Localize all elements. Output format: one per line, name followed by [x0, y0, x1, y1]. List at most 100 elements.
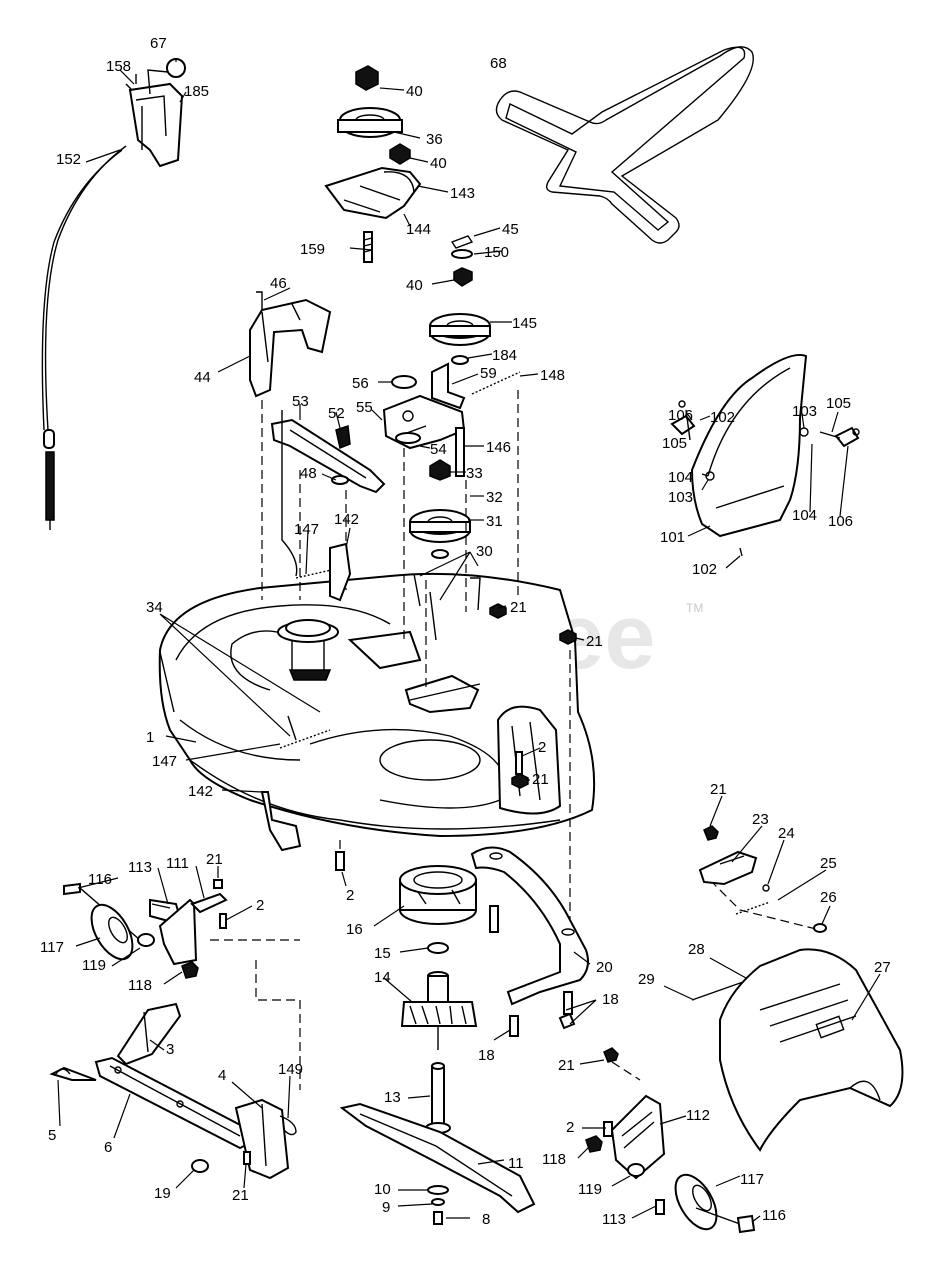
label-6: 6	[104, 1139, 112, 1156]
label-106-right: 106	[828, 513, 853, 530]
label-2-deck: 2	[538, 739, 546, 756]
label-106-left: 106	[668, 407, 693, 424]
label-27: 27	[874, 959, 891, 976]
label-68: 68	[490, 55, 507, 72]
label-144: 144	[406, 221, 431, 238]
label-118-left: 118	[128, 977, 152, 994]
label-26: 26	[820, 889, 837, 906]
label-29: 29	[638, 971, 655, 988]
label-1: 1	[146, 729, 154, 746]
label-13: 13	[384, 1089, 401, 1106]
label-4: 4	[218, 1067, 226, 1084]
label-40-middle: 40	[430, 155, 447, 172]
label-116-right: 116	[762, 1207, 786, 1224]
label-21-right-bottom: 21	[558, 1057, 575, 1074]
springs-and-brackets	[260, 410, 481, 852]
chute-assembly	[691, 825, 904, 1152]
mower-deck-housing	[158, 572, 596, 838]
spindle-blade-assembly	[339, 865, 536, 1225]
deck-lift-cable-assembly	[41, 58, 186, 530]
right-gauge-wheel-assembly	[585, 1047, 756, 1234]
label-52: 52	[328, 405, 345, 422]
label-67: 67	[150, 35, 167, 52]
label-21-right-top: 21	[710, 781, 727, 798]
label-117-right: 117	[740, 1171, 764, 1188]
label-117-left: 117	[40, 939, 64, 956]
label-103-bottom: 103	[668, 489, 693, 506]
label-102-top: 102	[710, 409, 735, 426]
label-113-left: 113	[128, 859, 152, 876]
belt-guard-44	[249, 291, 332, 398]
label-149: 149	[278, 1061, 303, 1078]
label-112: 112	[686, 1107, 710, 1124]
label-159: 159	[300, 241, 325, 258]
bolts-center	[335, 851, 576, 1037]
label-53: 53	[292, 393, 309, 410]
label-185: 185	[184, 83, 209, 100]
label-142-bottom: 142	[188, 783, 213, 800]
label-23: 23	[752, 811, 769, 828]
label-5: 5	[48, 1127, 56, 1144]
label-147-top: 147	[294, 521, 319, 538]
label-119-right: 119	[578, 1181, 602, 1198]
label-14: 14	[374, 969, 391, 986]
label-36: 36	[426, 131, 443, 148]
label-158: 158	[106, 58, 131, 75]
label-184: 184	[492, 347, 517, 364]
bracket-185	[128, 82, 184, 168]
label-31: 31	[486, 513, 503, 530]
label-11: 11	[508, 1155, 524, 1172]
label-102-bottom: 102	[692, 561, 717, 578]
label-40-bottom: 40	[406, 277, 423, 294]
label-113-right: 113	[602, 1211, 626, 1228]
label-19: 19	[154, 1185, 171, 1202]
label-40-top: 40	[406, 83, 423, 100]
label-30: 30	[476, 543, 493, 560]
label-21-deck-1: 21	[510, 599, 527, 616]
label-105-left: 105	[662, 435, 687, 452]
label-59: 59	[480, 365, 497, 382]
label-21-deck-3: 21	[532, 771, 549, 788]
mandrel-pulley-group	[409, 459, 471, 559]
label-34: 34	[146, 599, 163, 616]
deck-nuts	[489, 603, 577, 789]
idler-arm-assembly	[382, 313, 521, 477]
idler-arm-53	[270, 418, 386, 494]
leader-lines	[57, 58, 881, 1223]
label-2-center: 2	[346, 887, 354, 904]
baffle-20	[470, 846, 589, 1006]
label-3: 3	[166, 1041, 174, 1058]
label-18-left: 18	[478, 1047, 495, 1064]
label-118-right: 118	[542, 1151, 566, 1168]
label-104-left: 104	[668, 469, 693, 486]
label-148: 148	[540, 367, 565, 384]
label-18-right: 18	[602, 991, 619, 1008]
label-21-left: 21	[206, 851, 223, 868]
label-103-top: 103	[792, 403, 817, 420]
label-55: 55	[356, 399, 373, 416]
label-16: 16	[346, 921, 363, 938]
label-2-right: 2	[566, 1119, 574, 1136]
label-119-left: 119	[82, 957, 106, 974]
label-101: 101	[660, 529, 685, 546]
left-gauge-wheel-assembly	[63, 879, 228, 979]
label-142-top: 142	[334, 511, 359, 528]
label-15: 15	[374, 945, 391, 962]
label-45: 45	[502, 221, 519, 238]
label-143: 143	[450, 185, 475, 202]
label-24: 24	[778, 825, 795, 842]
label-46: 46	[270, 275, 287, 292]
deck-lift-linkage	[49, 1002, 297, 1180]
label-28: 28	[688, 941, 705, 958]
label-48: 48	[300, 465, 317, 482]
discharge-deflector-assembly	[670, 354, 860, 557]
label-56: 56	[352, 375, 369, 392]
label-10: 10	[374, 1181, 391, 1198]
label-150: 150	[484, 244, 509, 261]
label-104-right: 104	[792, 507, 817, 524]
label-2-left: 2	[256, 897, 264, 914]
label-9: 9	[382, 1199, 390, 1216]
label-21-bracket: 21	[232, 1187, 249, 1204]
part-number-labels: 67 158 185 152 68 40 36 40 143 144 159 4…	[40, 35, 891, 1228]
